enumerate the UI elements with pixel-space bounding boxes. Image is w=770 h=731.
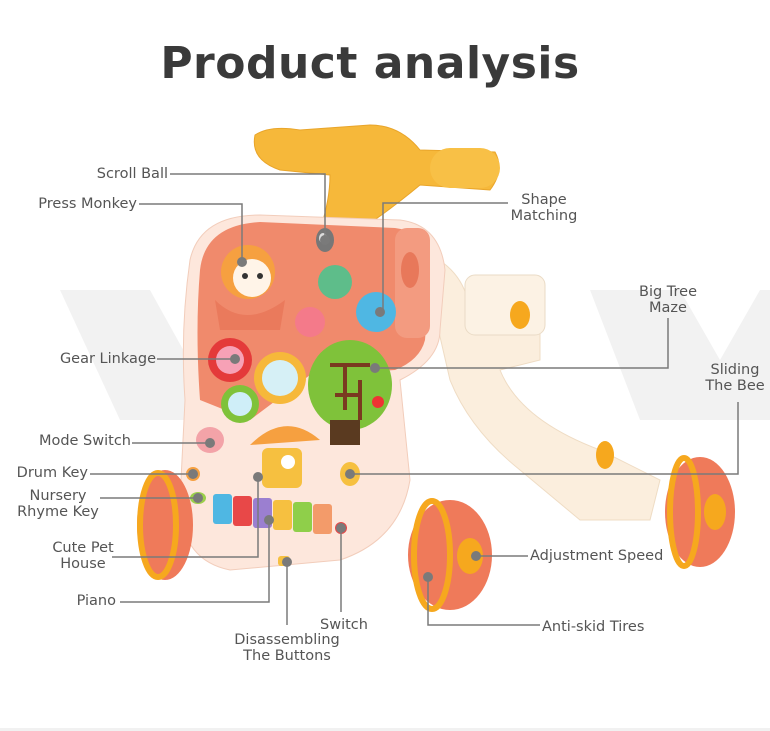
callout-dots xyxy=(188,235,481,582)
label-line: Cute Pet xyxy=(52,540,114,556)
label-switch: Switch xyxy=(320,617,368,633)
label-shape-matching: Shape Matching xyxy=(508,192,580,224)
label-line: Matching xyxy=(510,208,578,224)
label-line: Disassembling xyxy=(234,632,340,648)
bottom-divider xyxy=(0,728,770,731)
callout-lines xyxy=(90,173,739,626)
label-line: Maze xyxy=(649,300,687,316)
label-gear-linkage: Gear Linkage xyxy=(59,351,156,367)
rear-right-wheel xyxy=(665,455,735,569)
big-tree-maze xyxy=(308,340,392,445)
label-piano: Piano xyxy=(76,593,116,609)
label-mode-switch: Mode Switch xyxy=(38,433,131,449)
label-nursery-rhyme-key: Nursery Rhyme Key xyxy=(12,488,104,520)
label-big-tree-maze: Big Tree Maze xyxy=(634,284,702,316)
walker-handle xyxy=(253,124,500,231)
label-anti-skid-tires: Anti-skid Tires xyxy=(542,619,645,635)
label-press-monkey: Press Monkey xyxy=(38,196,137,212)
label-line: The Bee xyxy=(705,378,765,394)
label-scroll-ball: Scroll Ball xyxy=(96,166,168,182)
label-sliding-the-bee: Sliding The Bee xyxy=(702,362,768,394)
label-cute-pet-house: Cute Pet House xyxy=(48,540,118,572)
walker-frame xyxy=(419,249,661,521)
label-line: Shape xyxy=(521,192,567,208)
page-title: Product analysis xyxy=(160,38,580,89)
label-line: Rhyme Key xyxy=(17,504,99,520)
front-right-wheel xyxy=(408,498,492,612)
cute-pet-house xyxy=(250,426,320,488)
label-disassembling-the-buttons: Disassembling The Buttons xyxy=(222,632,352,664)
label-drum-key: Drum Key xyxy=(16,465,88,481)
label-adjustment-speed: Adjustment Speed xyxy=(530,548,664,564)
label-line: Big Tree xyxy=(639,284,697,300)
press-monkey xyxy=(215,245,285,330)
label-line: Sliding xyxy=(710,362,760,378)
gear-linkage xyxy=(208,338,306,423)
label-line: The Buttons xyxy=(243,648,331,664)
label-line: Nursery xyxy=(29,488,87,504)
label-line: House xyxy=(60,556,106,572)
front-left-wheel xyxy=(137,470,193,580)
